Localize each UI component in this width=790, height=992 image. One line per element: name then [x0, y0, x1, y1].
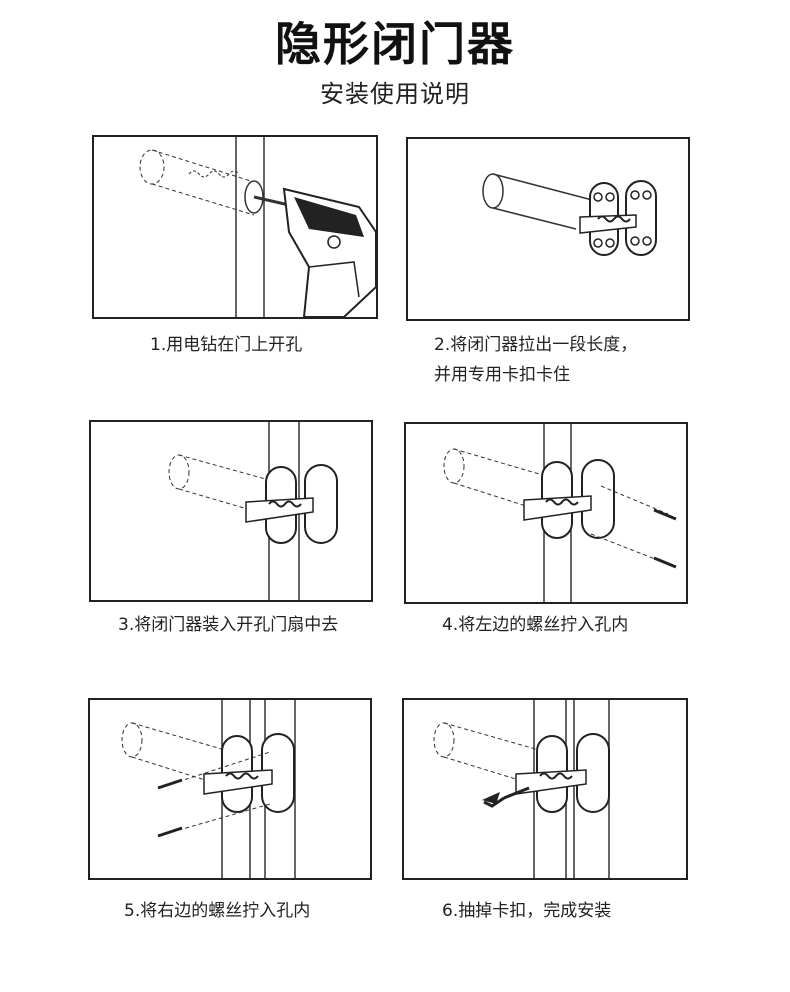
step-3-caption: 3.将闭门器装入开孔门扇中去 [118, 610, 338, 640]
step-4-illustration [404, 422, 688, 604]
step-6-caption-line1: 6.抽掉卡扣，完成安装 [442, 901, 612, 921]
step-2-illustration [406, 137, 690, 321]
step-6-illustration [402, 698, 688, 880]
step-5-illustration [88, 698, 372, 880]
step-1-illustration [92, 135, 378, 319]
step-4-caption-line1: 4.将左边的螺丝拧入孔内 [442, 615, 629, 635]
step-2-caption-line1: 2.将闭门器拉出一段长度， [434, 335, 638, 355]
page-title: 隐形闭门器 [275, 17, 515, 71]
step-3-caption-line1: 3.将闭门器装入开孔门扇中去 [118, 615, 339, 635]
step-3-illustration [89, 420, 373, 602]
step-2-caption: 2.将闭门器拉出一段长度， 并用专用卡扣卡住 [434, 330, 637, 390]
step-2-caption-line2: 并用专用卡扣卡住 [434, 365, 570, 385]
page-subtitle: 安装使用说明 [320, 80, 470, 108]
step-5-caption: 5.将右边的螺丝拧入孔内 [124, 896, 310, 926]
step-4-caption: 4.将左边的螺丝拧入孔内 [442, 610, 628, 640]
step-1-caption-line1: 1.用电钻在门上开孔 [150, 335, 303, 355]
step-1-caption: 1.用电钻在门上开孔 [150, 330, 302, 360]
step-6-caption: 6.抽掉卡扣，完成安装 [442, 896, 611, 926]
step-5-caption-line1: 5.将右边的螺丝拧入孔内 [124, 901, 311, 921]
